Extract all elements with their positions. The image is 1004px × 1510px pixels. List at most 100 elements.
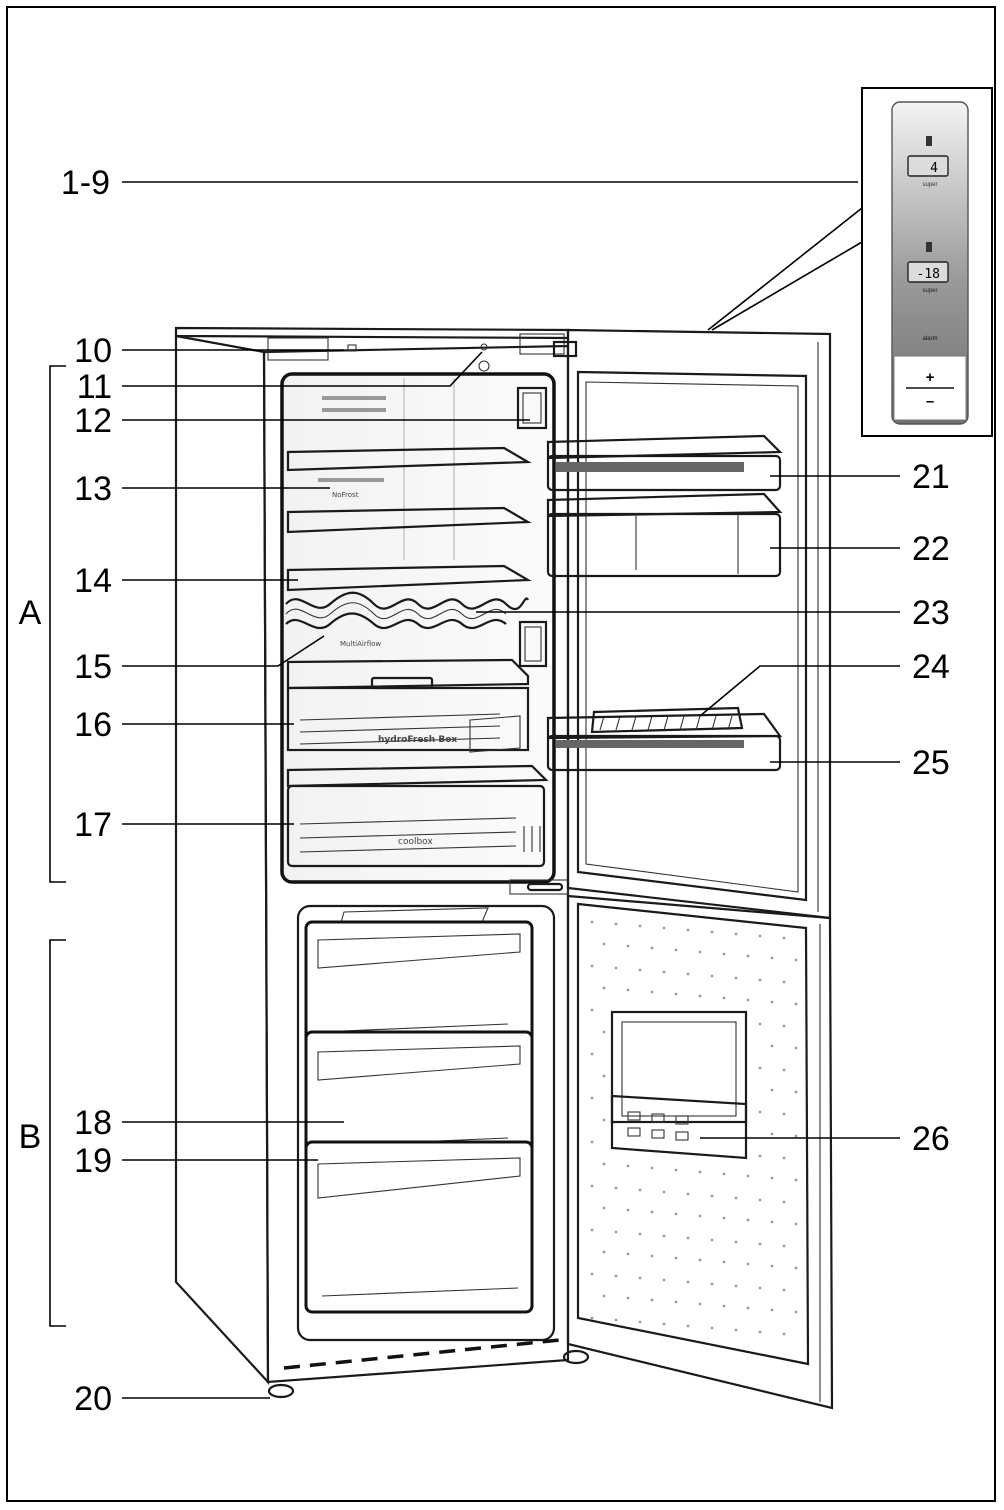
door-dimple [734, 932, 738, 936]
door-dimple [794, 1310, 798, 1314]
zone-b-bracket [49, 939, 66, 1327]
door-dimple [770, 956, 774, 960]
door-dimple [674, 992, 678, 996]
callout-18: 18 [74, 1104, 112, 1142]
door-dimple [590, 1184, 594, 1188]
door-dimple [662, 1322, 666, 1326]
plus-label: + [926, 369, 935, 386]
callout-12: 12 [74, 402, 112, 440]
door-dimple [734, 1240, 738, 1244]
door-dimple [650, 1166, 654, 1170]
callout-22: 22 [912, 530, 950, 568]
callout-25: 25 [912, 744, 950, 782]
door-dimple [758, 1110, 762, 1114]
door-dimple [650, 1298, 654, 1302]
door-dimple [590, 1052, 594, 1056]
glass-shelf-1 [286, 446, 532, 472]
zone-b-label: B [19, 1118, 42, 1156]
door-dimple [686, 1236, 690, 1240]
door-dimple [698, 1170, 702, 1174]
fridge-compartment [280, 360, 556, 884]
door-dimple [626, 1164, 630, 1168]
door-dimple [614, 1318, 618, 1322]
fridge-temp-display [907, 155, 949, 177]
door-dimple [794, 958, 798, 962]
door-dimple [770, 1044, 774, 1048]
door-dimple [746, 1262, 750, 1266]
multiairflow-text: MultiAirflow [340, 640, 381, 648]
door-dimple [602, 1074, 606, 1078]
zone-a-label: A [19, 594, 42, 632]
door-dimple [758, 1022, 762, 1026]
alarm-label: alarm [922, 336, 937, 342]
glass-shelf-3 [286, 564, 532, 592]
door-dimple [602, 1250, 606, 1254]
freezer-temp-value: -18 [917, 267, 940, 282]
door-dimple [794, 1090, 798, 1094]
door-dimple [698, 1302, 702, 1306]
door-dimple [614, 1274, 618, 1278]
callout-21: 21 [912, 458, 950, 496]
callout-24: 24 [912, 648, 950, 686]
fridge-door [566, 328, 832, 920]
door-dimple [770, 1176, 774, 1180]
door-dimple [638, 1276, 642, 1280]
callout-14: 14 [74, 562, 112, 600]
door-dimple [746, 998, 750, 1002]
door-dimple [602, 1118, 606, 1122]
door-dimple [638, 968, 642, 972]
door-dimple [722, 952, 726, 956]
freezer-thermometer-icon [926, 242, 932, 252]
door-dimple [590, 964, 594, 968]
door-dimple [782, 1112, 786, 1116]
door-dimple [686, 972, 690, 976]
door-dimple [782, 1288, 786, 1292]
door-dimple [782, 936, 786, 940]
callout-19: 19 [74, 1142, 112, 1180]
door-dimple [638, 924, 642, 928]
door-dimple [758, 1242, 762, 1246]
door-dimple [734, 1196, 738, 1200]
door-dimple [674, 1256, 678, 1260]
freezer-drawer-1 [304, 920, 534, 1048]
door-dimple [614, 1230, 618, 1234]
nofrost-text: NoFrost [332, 491, 359, 499]
door-dimple [770, 1000, 774, 1004]
door-dimple [686, 928, 690, 932]
door-dimple [602, 1294, 606, 1298]
control-panel-inset: 4 super -18 super alarm + – [707, 87, 993, 437]
door-dimple [674, 1168, 678, 1172]
door-dimple [746, 1174, 750, 1178]
door-dimple [758, 1198, 762, 1202]
door-dimple [662, 926, 666, 930]
door-dimple [686, 1324, 690, 1328]
door-dimple [770, 1132, 774, 1136]
freezer-drawer-2 [304, 1030, 534, 1158]
door-dimple [758, 1286, 762, 1290]
door-dimple [686, 1280, 690, 1284]
door-dimple [638, 1232, 642, 1236]
minus-label: – [926, 393, 934, 410]
door-dimple [674, 948, 678, 952]
coolbox-text: coolbox [398, 837, 433, 847]
door-dimple [698, 1214, 702, 1218]
door-dimple [794, 1222, 798, 1226]
door-dimple [794, 1134, 798, 1138]
hydrofresh-text: hydroFresh Box [378, 735, 457, 745]
freezer-info-panel [610, 1010, 748, 1160]
fridge-thermometer-icon [926, 136, 932, 146]
freezer-drawer-3 [304, 1140, 534, 1314]
door-dimple [626, 1252, 630, 1256]
door-dimple [602, 942, 606, 946]
coolbox-drawer: coolbox [286, 764, 549, 868]
door-dimple [638, 1188, 642, 1192]
callout-10: 10 [74, 332, 112, 370]
door-dimple [686, 1192, 690, 1196]
door-dimple [590, 1316, 594, 1320]
door-dimple [590, 1096, 594, 1100]
door-dimple [662, 1278, 666, 1282]
door-dimple [590, 1228, 594, 1232]
door-dimple [722, 996, 726, 1000]
fridge-temp-value: 4 [930, 161, 938, 176]
